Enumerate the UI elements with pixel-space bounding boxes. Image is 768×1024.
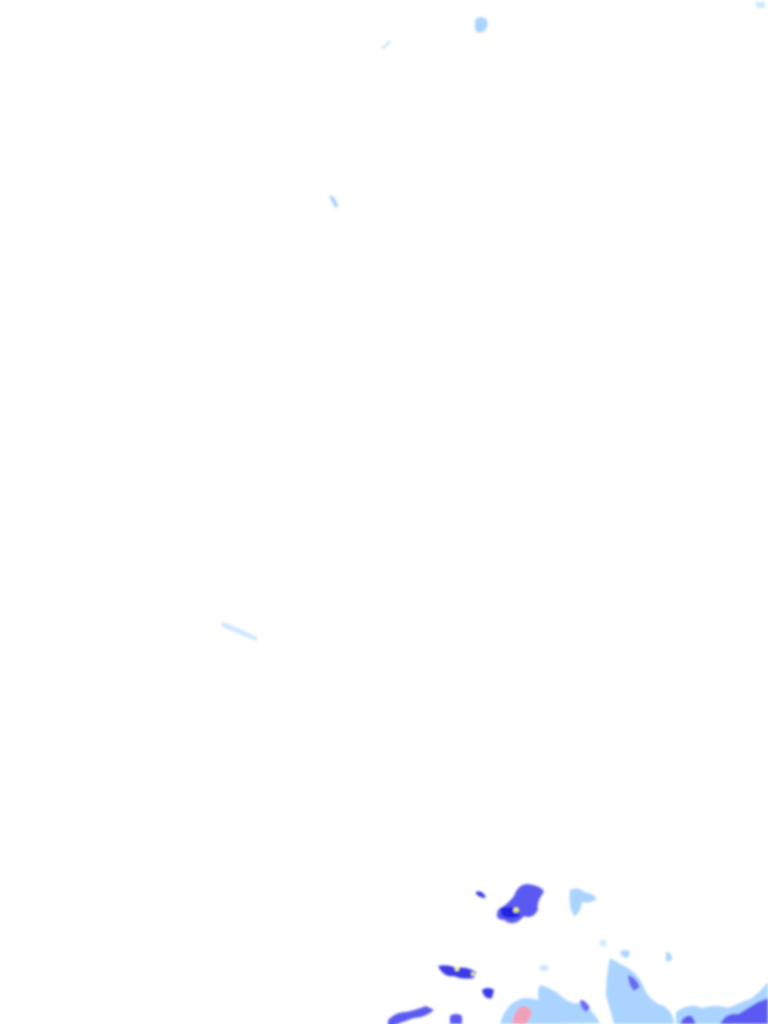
radar-echo-moderate — [438, 965, 476, 979]
radar-echo-light — [666, 952, 672, 962]
radar-echo-peak — [471, 972, 475, 976]
radar-echo-moderate — [482, 988, 494, 999]
radar-echo-moderate — [450, 1014, 462, 1024]
radar-echo-light — [329, 196, 339, 208]
radar-echo-light — [569, 888, 596, 916]
radar-echo-light — [755, 2, 765, 8]
radar-echo-moderate — [580, 1000, 590, 1012]
radar-echo-light — [620, 950, 630, 958]
radar-echo-moderate — [476, 891, 486, 898]
radar-echo-moderate — [496, 884, 544, 924]
radar-echo-moderate — [680, 998, 768, 1024]
radar-echo-light — [381, 40, 391, 50]
radar-echo-peak — [455, 967, 459, 971]
radar-echo-intense — [512, 1006, 532, 1024]
radar-echo-moderate — [628, 975, 640, 991]
radar-echo-light — [538, 985, 600, 1024]
radar-echo-light — [540, 940, 606, 971]
radar-echo-light — [475, 17, 488, 33]
radar-echo-light — [221, 622, 258, 641]
radar-echo-peak — [513, 907, 519, 913]
radar-echo-light — [606, 958, 674, 1024]
radar-echo-moderate — [388, 1006, 434, 1024]
